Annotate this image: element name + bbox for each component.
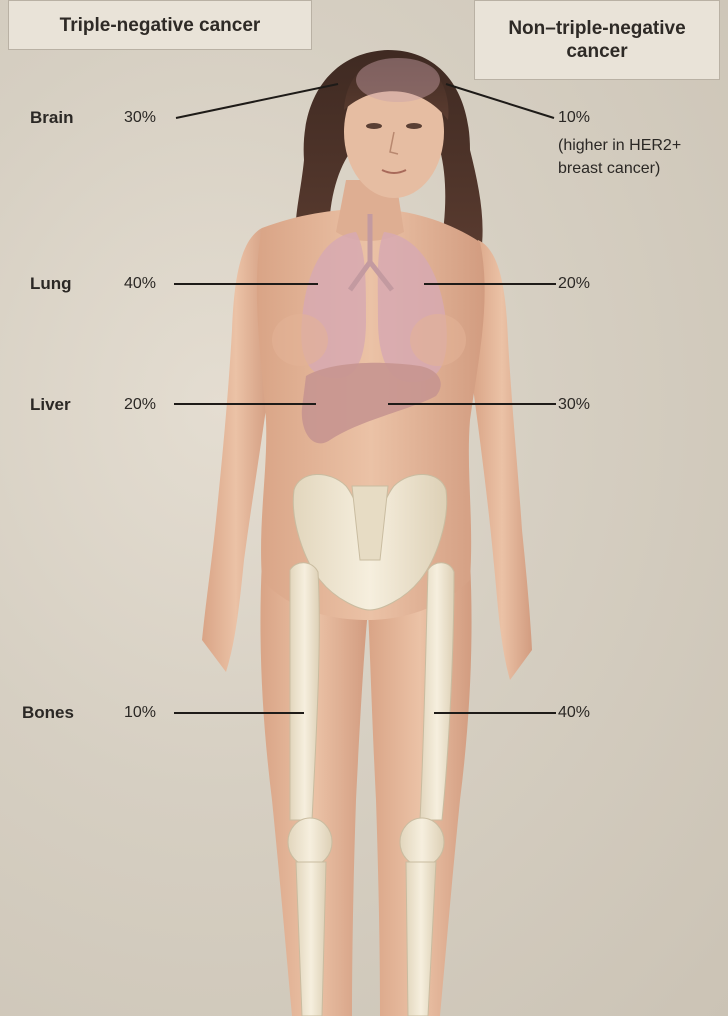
header-triple-negative-label: Triple-negative cancer <box>60 14 261 37</box>
brain-triple-negative-pct: 30% <box>124 109 156 127</box>
header-non-triple-negative: Non–triple-negative cancer <box>474 0 720 80</box>
breast-right <box>410 314 466 366</box>
left-knee <box>288 818 332 866</box>
lung-triple-negative-pct: 40% <box>124 275 156 293</box>
right-knee <box>400 818 444 866</box>
brain-non-triple-negative-pct: 10% <box>558 109 590 127</box>
liver-non-triple-negative-pct: 30% <box>558 396 590 414</box>
header-triple-negative: Triple-negative cancer <box>8 0 312 50</box>
lung-non-triple-negative-pct: 20% <box>558 275 590 293</box>
organ-label-brain: Brain <box>30 108 73 128</box>
bones-triple-negative-pct: 10% <box>124 704 156 722</box>
header-non-triple-negative-label: Non–triple-negative cancer <box>497 17 697 63</box>
left-eye <box>366 123 382 129</box>
bones-non-triple-negative-pct: 40% <box>558 704 590 722</box>
organ-label-lung: Lung <box>30 274 72 294</box>
brain-note-line-1: (higher in HER2+ <box>558 134 681 157</box>
organ-label-bones: Bones <box>22 703 74 723</box>
brain-highlight <box>356 58 440 102</box>
liver-triple-negative-pct: 20% <box>124 396 156 414</box>
right-eye <box>406 123 422 129</box>
organ-label-liver: Liver <box>30 395 71 415</box>
breast-left <box>272 314 328 366</box>
brain-note-line-2: breast cancer) <box>558 157 660 180</box>
